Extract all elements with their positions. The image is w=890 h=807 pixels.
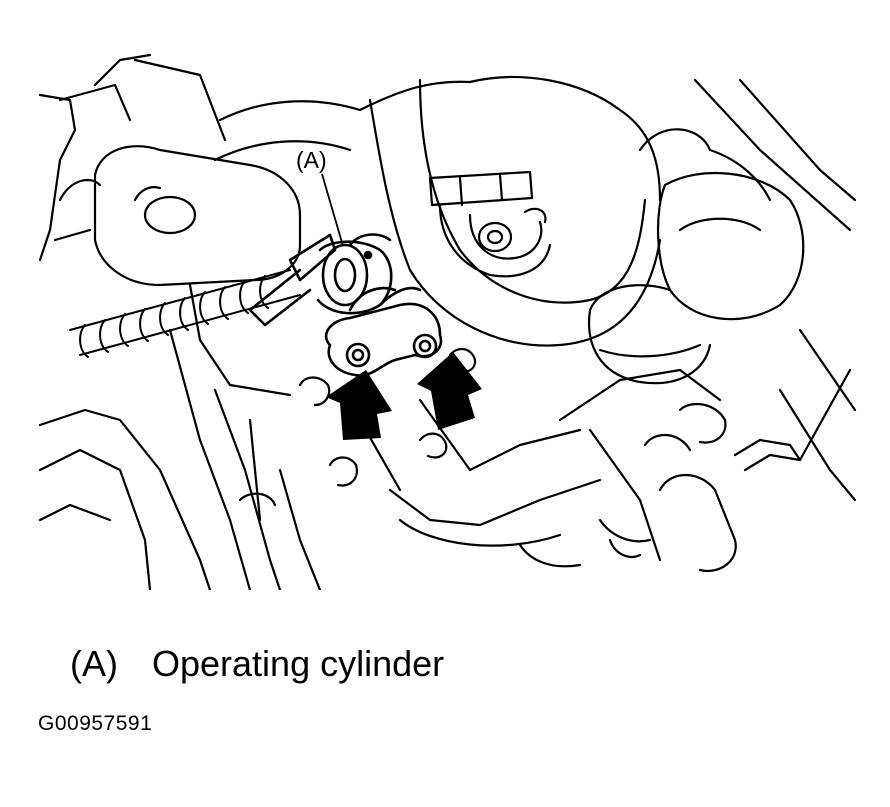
lower-structure	[238, 347, 662, 568]
operating-cylinder	[248, 233, 393, 327]
figure-id: G00957591	[38, 712, 153, 735]
legend-entry: (A) Operating cylinder	[70, 643, 444, 685]
arrow-left	[326, 370, 392, 440]
callout-label: (A)	[296, 147, 327, 173]
left-housing	[53, 145, 302, 397]
callout-a: (A)	[296, 147, 344, 247]
engine-bay-line-drawing: (A)	[38, 53, 857, 590]
legend-key: (A)	[70, 643, 118, 684]
legend-description: Operating cylinder	[152, 643, 445, 684]
background-structure	[38, 53, 857, 590]
right-components	[588, 128, 852, 573]
arrow-right	[417, 352, 482, 430]
callout-leader	[321, 173, 344, 247]
sensor-connector	[428, 170, 552, 278]
upper-hose	[213, 76, 662, 347]
cylinder-bracket	[324, 286, 443, 377]
corrugated-boot	[69, 269, 301, 358]
